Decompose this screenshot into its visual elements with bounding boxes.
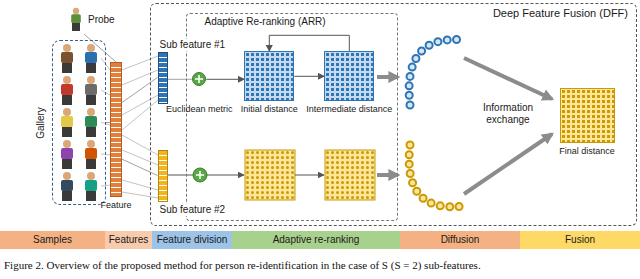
stage-band: Adaptive re-ranking — [232, 231, 400, 249]
connector — [294, 76, 324, 77]
feature-column: Feature — [110, 62, 122, 197]
distance-matrix: Final distance — [560, 88, 615, 143]
plus-symbol — [192, 72, 206, 86]
node-label: Sub feature #2 — [159, 204, 227, 216]
lower-branch — [168, 150, 375, 200]
node-label: Diffusion — [441, 234, 480, 246]
probe-image — [68, 4, 84, 34]
node-label: Euclidean metric — [166, 104, 233, 115]
stage-band: Fusion — [520, 231, 640, 249]
connector — [206, 79, 244, 80]
stage-band: Features — [105, 231, 152, 249]
node-label: Samples — [33, 234, 72, 246]
dff-region: Deep Feature Fusion (DFF) Adaptive Re-ran… — [150, 3, 637, 226]
distance-matrix: Initial distance — [244, 51, 294, 101]
sub-feature-column: Sub feature #1 — [158, 52, 168, 104]
flow-arrows — [377, 58, 552, 194]
gallery-box: Gallery — [52, 40, 106, 205]
node-label: Initial distance — [241, 104, 298, 115]
node-label: Gallery — [35, 107, 47, 139]
node-label: Intermediate distance — [306, 104, 392, 115]
metric-circle: Euclidean metric — [192, 72, 206, 86]
node-label: Deep Feature Fusion (DFF) — [493, 7, 628, 20]
connector — [269, 35, 349, 51]
node-label: Feature — [100, 200, 131, 211]
node-label: Probe — [88, 14, 115, 26]
sub-feature-column: Sub feature #2 — [158, 150, 168, 202]
connector — [122, 78, 158, 103]
gallery-images — [52, 40, 106, 205]
connector — [122, 159, 158, 175]
figure-caption: Figure 2. Overview of the proposed metho… — [4, 259, 481, 272]
probe-box: Probe — [68, 4, 84, 34]
node-label: Adaptive re-ranking — [273, 234, 360, 246]
stage-band: Feature division — [152, 231, 232, 249]
node-label: Sub feature #1 — [159, 39, 227, 51]
node-label: Fusion — [565, 234, 595, 246]
diffusion-rings — [409, 40, 464, 207]
distance-matrix: Intermediate distance — [324, 51, 374, 101]
node-label: Feature division — [157, 234, 228, 246]
node-label: Final distance — [559, 146, 615, 157]
node-label: Adaptive Re-ranking (ARR) — [205, 16, 326, 28]
connector — [168, 79, 193, 80]
note-label: Information exchange — [470, 102, 546, 126]
stage-band: Diffusion — [400, 231, 520, 249]
stage-band: Samples — [0, 231, 105, 249]
node-label: Features — [109, 234, 148, 246]
